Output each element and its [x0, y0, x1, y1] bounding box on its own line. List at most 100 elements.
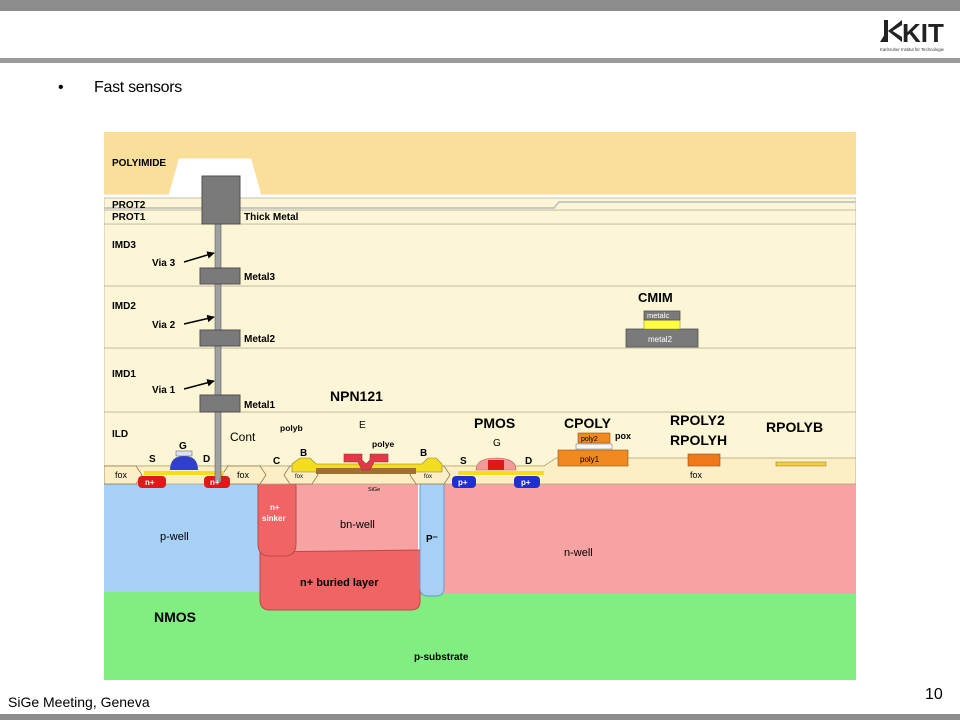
pmos-source-label: S	[460, 456, 467, 467]
prot1-label: PROT1	[112, 212, 146, 223]
sige-base	[316, 468, 416, 474]
sige-process-cross-section: POLYIMIDE PROT2 PROT1 Thick Metal IMD3 V…	[104, 132, 856, 680]
sinker-label-1: n+	[270, 503, 280, 512]
cpoly-poly2-label: poly2	[581, 436, 598, 443]
cmim-top-label: metalc	[647, 311, 669, 320]
p-plus-right-label: p+	[521, 478, 531, 487]
pmos-p-plus-left	[452, 476, 476, 488]
slide-heading: Fast sensors	[94, 79, 182, 96]
via1-label: Via 1	[152, 385, 176, 396]
polyimide-layer	[104, 132, 856, 196]
nmos-gate-label: G	[179, 441, 187, 452]
polyimide-edge	[104, 158, 856, 198]
base-left-label: B	[300, 448, 307, 459]
p-minus-label: P⁻	[426, 534, 438, 545]
emitter-poly	[343, 453, 389, 471]
via-column	[214, 211, 222, 483]
fox-c-label: fox	[295, 474, 303, 480]
n-plus-right-label: n+	[210, 478, 220, 487]
nmos-gate	[170, 456, 198, 470]
metal3-label: Metal3	[244, 272, 276, 283]
n-plus-left-label: n+	[145, 478, 155, 487]
metal3-block	[199, 267, 241, 285]
rpolyb-label: RPOLYB	[766, 419, 823, 435]
via3-arrow	[183, 251, 215, 263]
polyb-label: polyb	[280, 423, 303, 433]
fox-left-label: fox	[115, 470, 128, 480]
nmos-n-plus-left	[138, 476, 166, 488]
bottom-bar	[0, 714, 960, 720]
sinker-label-2: sinker	[262, 514, 286, 523]
pmos-label: PMOS	[474, 415, 515, 431]
collector-label: C	[273, 456, 280, 467]
metal2-block	[199, 329, 241, 347]
npn-label: NPN121	[330, 388, 383, 404]
rpolyh-label: RPOLYH	[670, 432, 727, 448]
sige-label: SiGe	[368, 487, 380, 493]
rpolyb-resistor	[775, 461, 827, 467]
cmim-label: CMIM	[638, 290, 673, 305]
fox-b-label: fox	[424, 474, 432, 480]
base-right-label: B	[420, 448, 427, 459]
p-substrate-label: p-substrate	[414, 652, 469, 663]
cpoly-pox-label: pox	[615, 431, 631, 441]
nmos-label: NMOS	[154, 609, 196, 625]
pmos-drain-label: D	[525, 456, 532, 467]
metal1-label: Metal1	[244, 400, 276, 411]
rpoly2-label: RPOLY2	[670, 412, 725, 428]
p-minus-region	[419, 481, 445, 597]
p-plus-left-label: p+	[458, 478, 468, 487]
polyimide-label: POLYIMIDE	[112, 158, 166, 169]
via2-arrow	[183, 314, 215, 325]
via3-label: Via 3	[152, 258, 176, 269]
pmos-gate-oxide	[458, 471, 544, 475]
p-well-label: p-well	[160, 531, 189, 543]
fox-right-label: fox	[690, 470, 703, 480]
nmos-drain-label: D	[203, 454, 210, 465]
fox-mid-label: fox	[237, 470, 250, 480]
imd2-label: IMD2	[112, 301, 136, 312]
cmim-dielectric	[643, 319, 681, 330]
cpoly-poly2	[577, 432, 611, 444]
cmim-top-plate	[643, 310, 681, 321]
metal1-block	[199, 394, 241, 413]
top-bar	[0, 0, 960, 11]
kit-logo-text: KIT	[902, 18, 944, 48]
imd3-label: IMD3	[112, 240, 136, 251]
via1-arrow	[183, 379, 215, 390]
prot-edge	[104, 201, 856, 209]
ild-layer	[104, 411, 856, 467]
cpoly-pox	[575, 443, 613, 450]
p-substrate-region	[104, 592, 856, 680]
p-well-region	[104, 484, 264, 592]
kit-logo: KIT Karlsruher Institut für Technologie	[880, 18, 945, 52]
bn-well-label: bn-well	[340, 519, 375, 531]
n-well-region	[444, 484, 856, 594]
metal2-label: Metal2	[244, 334, 276, 345]
bn-well-region	[282, 484, 418, 552]
buried-layer-region	[259, 549, 421, 611]
nmos-gate-cap	[175, 450, 193, 457]
emitter-label: E	[359, 420, 366, 431]
n-well-label: n-well	[564, 547, 593, 559]
cpoly-poly1	[557, 449, 629, 467]
bullet-marker: •	[58, 79, 64, 96]
cpoly-label: CPOLY	[564, 415, 612, 431]
pmos-gate-cap	[488, 460, 504, 470]
imd1-label: IMD1	[112, 369, 136, 380]
header-rule	[0, 58, 960, 63]
page-number: 10	[925, 686, 943, 703]
prot2-label: PROT2	[112, 200, 146, 211]
polye-label: polye	[372, 439, 394, 449]
rpolyh-resistor	[687, 453, 721, 467]
cont-label: Cont	[230, 430, 256, 444]
cpoly-poly1-label: poly1	[580, 455, 600, 464]
thick-metal-block	[201, 175, 241, 225]
thick-metal-label: Thick Metal	[244, 212, 299, 223]
kit-logo-subtitle: Karlsruher Institut für Technologie	[880, 47, 945, 52]
nmos-gate-oxide	[144, 471, 224, 475]
nmos-source-label: S	[149, 454, 156, 465]
via2-label: Via 2	[152, 320, 176, 331]
buried-layer-label: n+ buried layer	[300, 577, 379, 589]
footer-text: SiGe Meeting, Geneva	[8, 694, 150, 710]
